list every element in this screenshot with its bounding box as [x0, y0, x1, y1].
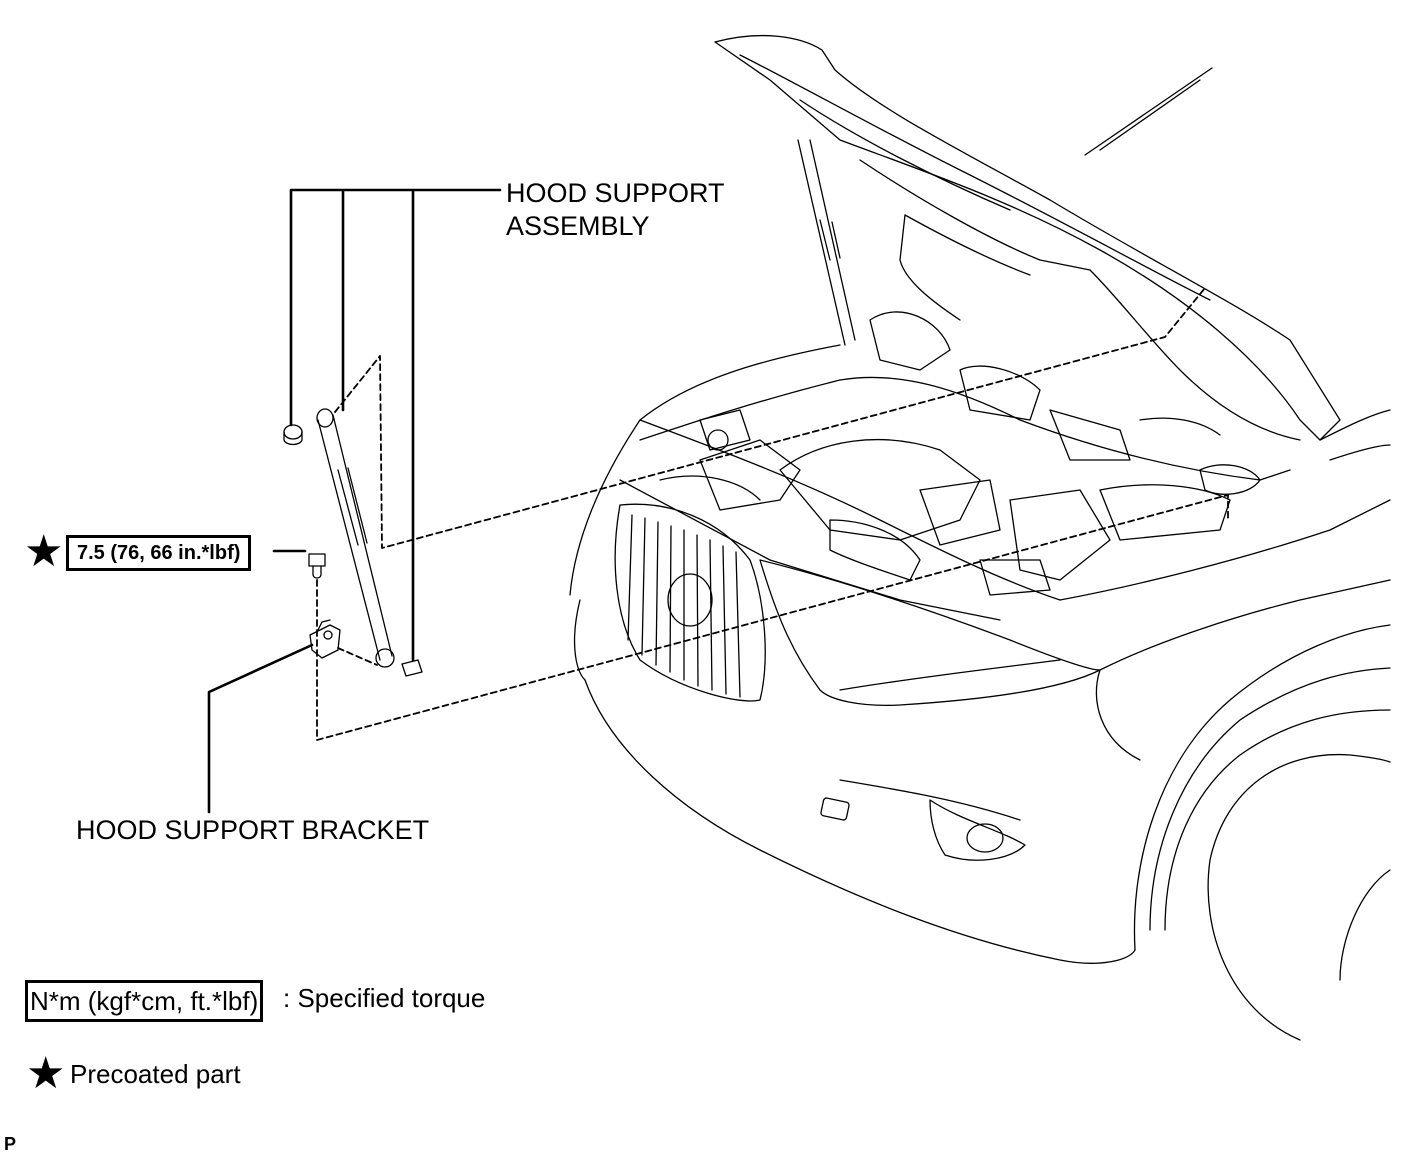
legend-star-icon: ★: [26, 1049, 66, 1098]
hood-support-assembly-label-line1: HOOD SUPPORT: [506, 178, 725, 208]
bracket-bolt: [308, 553, 326, 579]
legend-precoated-description: Precoated part: [70, 1059, 241, 1089]
hood-support-bracket-label: HOOD SUPPORT BRACKET: [76, 815, 430, 845]
assembly-leader-lines: [289, 188, 502, 662]
hood-panel: [714, 34, 1341, 441]
assembly-dashed-lines: [316, 287, 1229, 741]
lower-clip: [401, 659, 423, 677]
precoated-star-icon: ★: [24, 527, 64, 576]
grille: [614, 503, 766, 702]
headlight: [759, 559, 1101, 706]
hood-support-strut: [316, 408, 395, 668]
bracket-leader-line: [207, 643, 314, 814]
hood-support-bracket: [309, 619, 341, 659]
hood-support-assembly-label-line2: ASSEMBLY: [506, 211, 650, 241]
figure-code: P: [4, 1134, 17, 1154]
wheel-arch: [1133, 624, 1391, 951]
vehicle-front-illustration: [569, 34, 1391, 1041]
engine-bay: [619, 311, 1291, 621]
hood-support-assembly-label: HOOD SUPPORT ASSEMBLY: [506, 177, 725, 243]
tire: [1207, 753, 1391, 1041]
upper-ball-stud: [283, 424, 303, 446]
fog-light: [929, 799, 1026, 861]
windshield-edge: [1084, 67, 1213, 156]
torque-spec-box: 7.5 (76, 66 in.*lbf): [66, 535, 252, 571]
installed-strut: [797, 139, 856, 346]
legend-torque-units-box: N*m (kgf*cm, ft.*lbf): [25, 980, 264, 1022]
legend-torque-description: : Specified torque: [283, 983, 486, 1013]
